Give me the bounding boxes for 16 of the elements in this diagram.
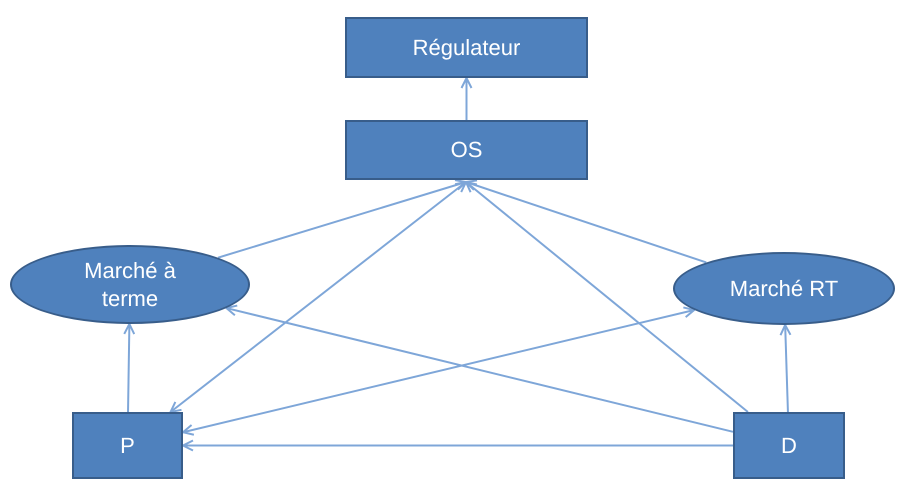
arrow bbox=[123, 323, 136, 412]
arrow bbox=[218, 179, 467, 259]
arrow bbox=[170, 181, 467, 413]
process-box: P bbox=[72, 412, 183, 479]
market-ellipse: Marché RT bbox=[673, 252, 895, 325]
market-ellipse: Marché à terme bbox=[10, 245, 250, 324]
process-box: D bbox=[733, 412, 845, 479]
process-box: OS bbox=[345, 120, 588, 180]
process-box: Régulateur bbox=[345, 17, 588, 78]
arrow bbox=[465, 181, 749, 413]
arrow bbox=[465, 179, 707, 264]
arrow bbox=[779, 324, 792, 412]
arrow bbox=[182, 440, 733, 452]
arrow bbox=[182, 306, 696, 436]
arrow bbox=[460, 77, 472, 120]
arrow bbox=[225, 304, 734, 433]
